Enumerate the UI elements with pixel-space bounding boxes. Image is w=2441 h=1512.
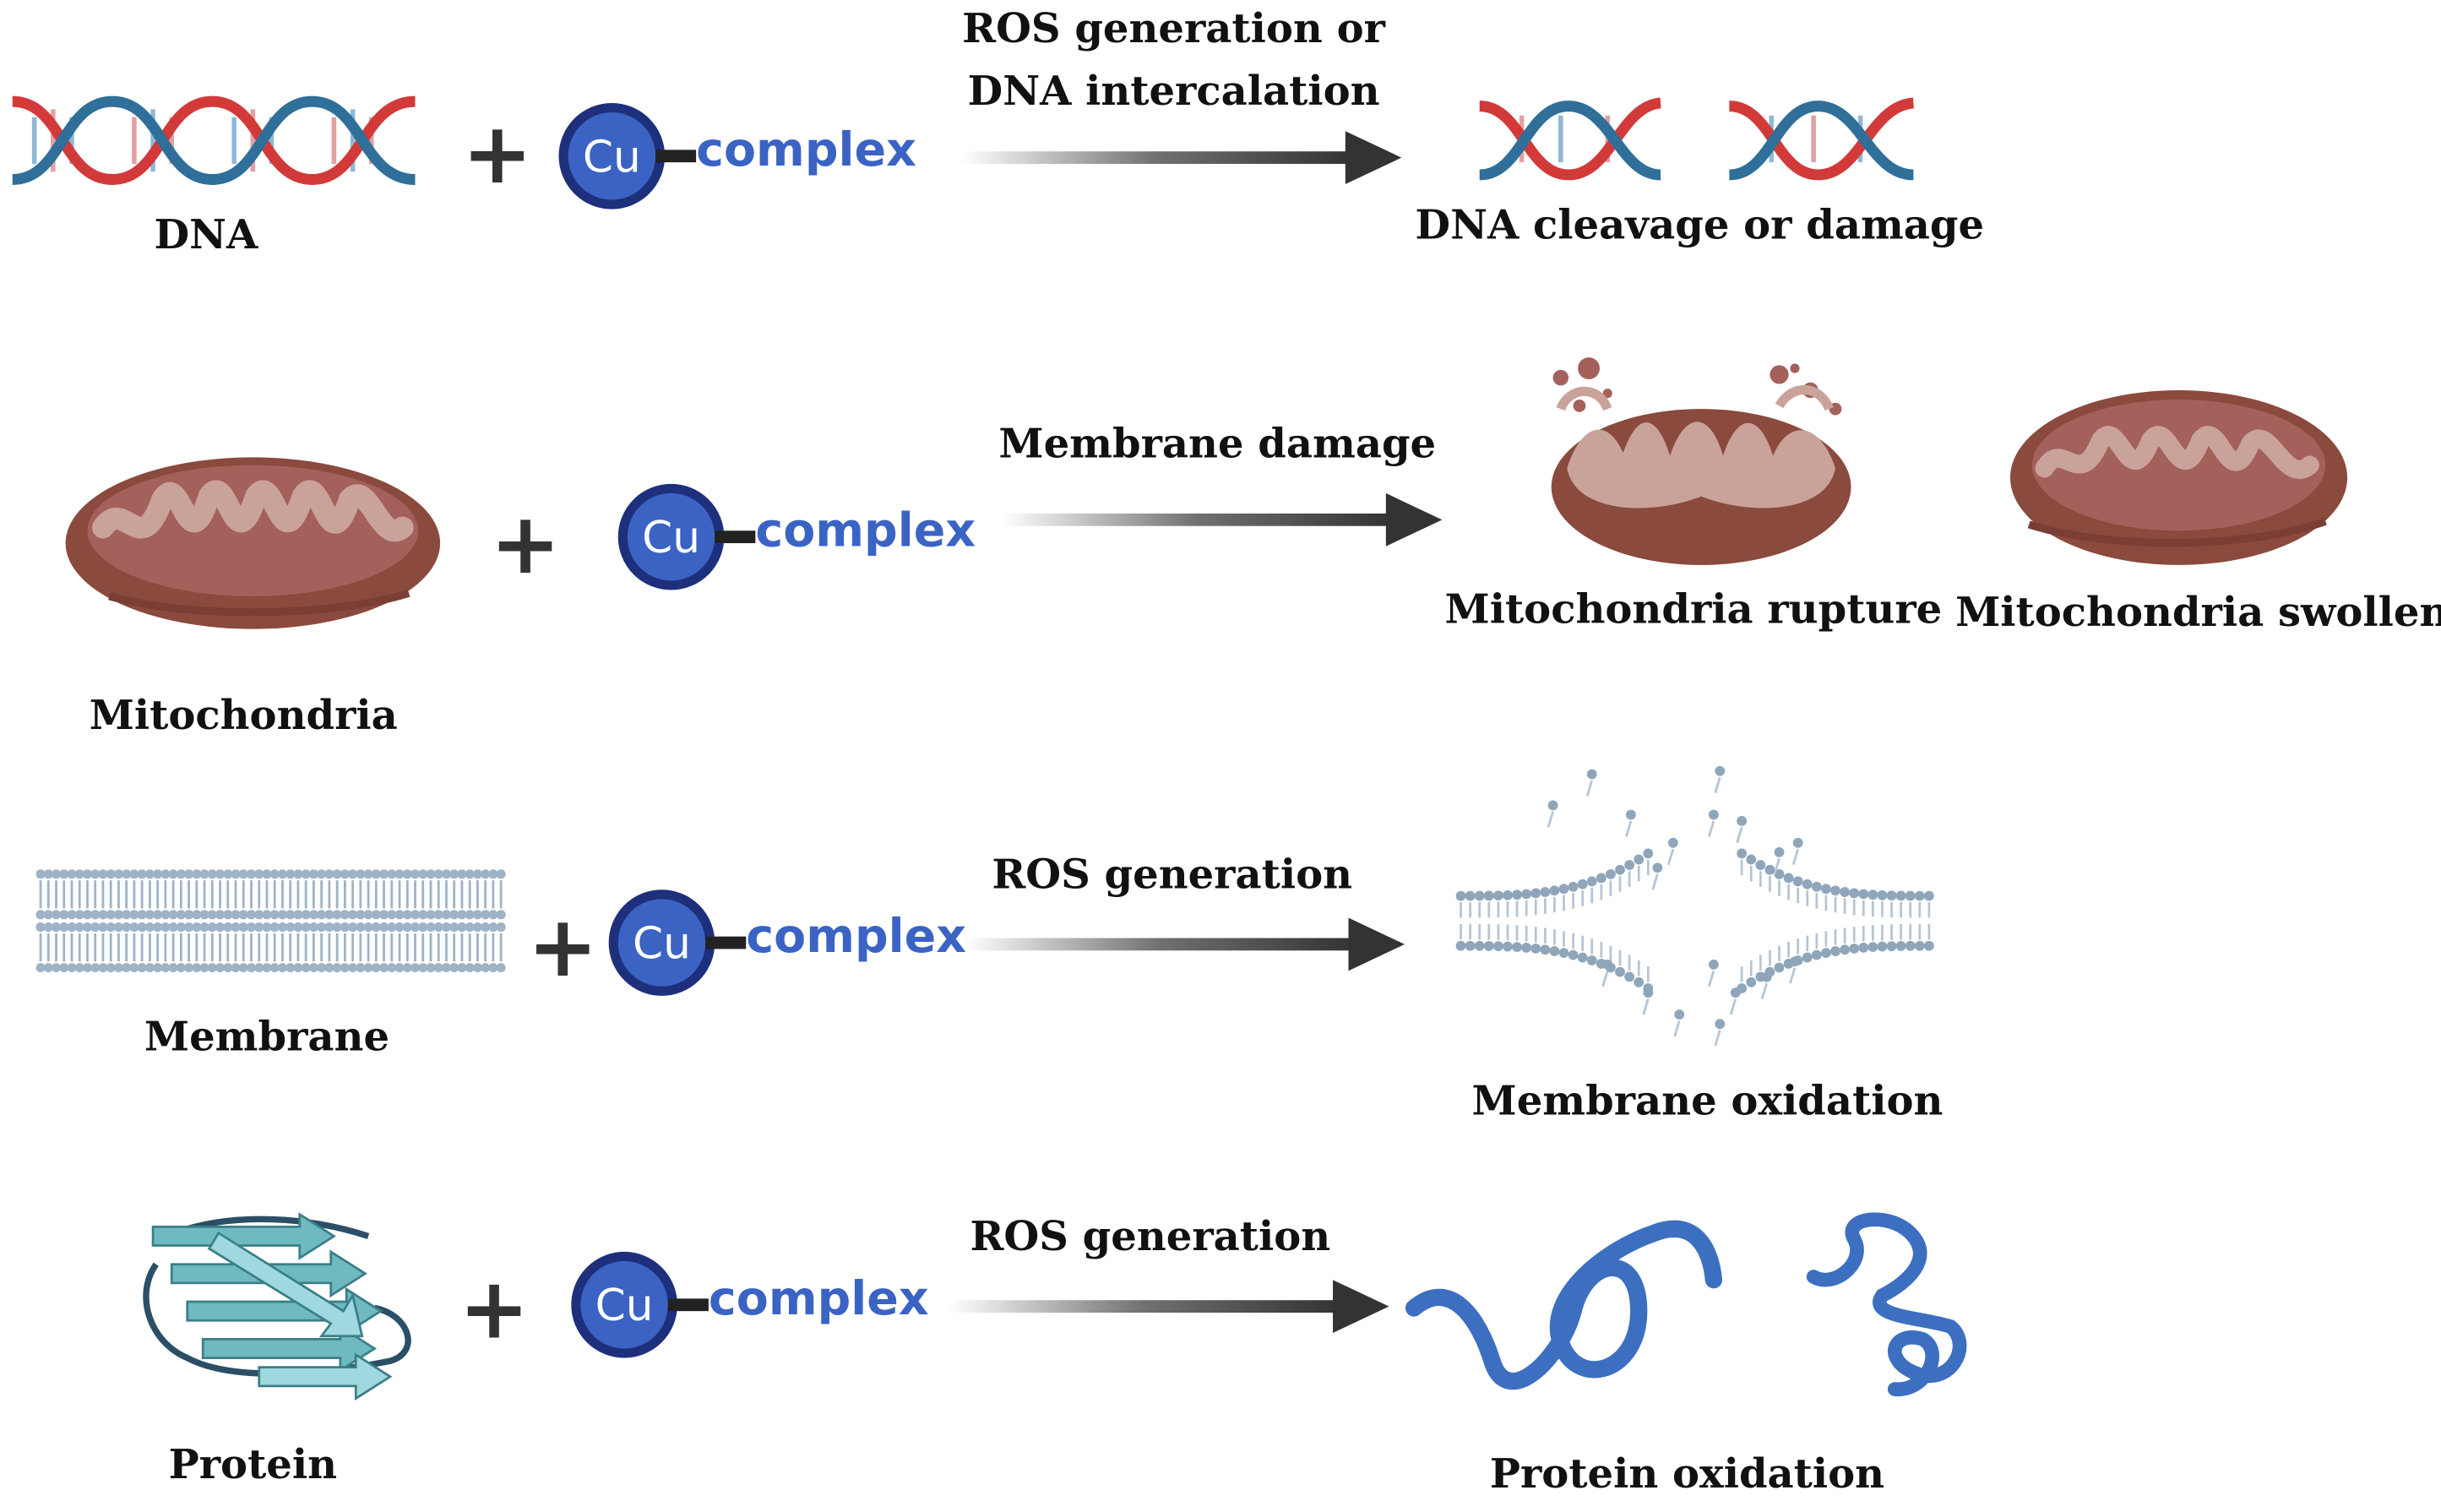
process-label-row1-line1: ROS generation or	[962, 6, 1385, 53]
process-label-row2: Membrane damage	[998, 421, 1437, 469]
cu-metal-label: Cu	[558, 102, 666, 209]
process-label-row4: ROS generation	[970, 1214, 1331, 1262]
arrow-icon	[1002, 492, 1443, 547]
arrow-icon	[961, 131, 1402, 185]
complex-label: complex	[755, 503, 976, 559]
target-label-membrane: Membrane	[144, 1014, 390, 1062]
ruptured-mitochondrion-icon	[1551, 357, 1851, 565]
dna-fragment-icon	[1479, 97, 1662, 181]
outcome-label-membrane: Membrane oxidation	[1471, 1078, 1944, 1126]
cu-metal-label: Cu	[571, 1251, 677, 1358]
target-label-dna: DNA	[154, 212, 258, 259]
complex-label: complex	[746, 910, 966, 965]
process-label-row3: ROS generation	[992, 851, 1353, 900]
bond-icon	[715, 530, 756, 544]
protein-sheet-icon	[143, 1212, 411, 1401]
denatured-protein-icon	[1405, 1212, 1967, 1396]
outcome-label-rupture: Mitochondria rupture	[1444, 586, 1943, 634]
dna-fragment-icon	[1728, 97, 1915, 181]
dna-helix-icon	[12, 95, 416, 185]
bond-icon	[655, 150, 697, 163]
plus-sign: +	[461, 104, 533, 204]
outcome-label-swollen: Mitochondria swollen	[1955, 590, 2441, 637]
arrow-icon	[964, 917, 1405, 971]
outcome-label-dna: DNA cleavage or damage	[1415, 203, 1985, 250]
complex-label: complex	[708, 1271, 929, 1327]
cu-metal-label: Cu	[617, 483, 725, 590]
bond-icon	[667, 1298, 709, 1312]
outcome-label-protein: Protein oxidation	[1489, 1451, 1885, 1498]
lipid-bilayer-icon	[35, 869, 506, 973]
cu-metal-label: Cu	[608, 889, 715, 996]
complex-label: complex	[696, 122, 916, 178]
plus-sign: +	[459, 1259, 530, 1358]
swollen-mitochondrion-icon	[2009, 389, 2348, 565]
target-label-protein: Protein	[168, 1442, 338, 1489]
bond-icon	[705, 936, 747, 949]
oxidized-membrane-icon	[1455, 765, 1934, 1047]
plus-sign: +	[527, 897, 599, 996]
target-label-mitochondria: Mitochondria	[89, 693, 398, 740]
mitochondrion-icon	[65, 457, 441, 629]
arrow-icon	[949, 1280, 1389, 1334]
plus-sign: +	[490, 494, 561, 594]
process-label-row1-line2: DNA intercalation	[967, 68, 1380, 116]
